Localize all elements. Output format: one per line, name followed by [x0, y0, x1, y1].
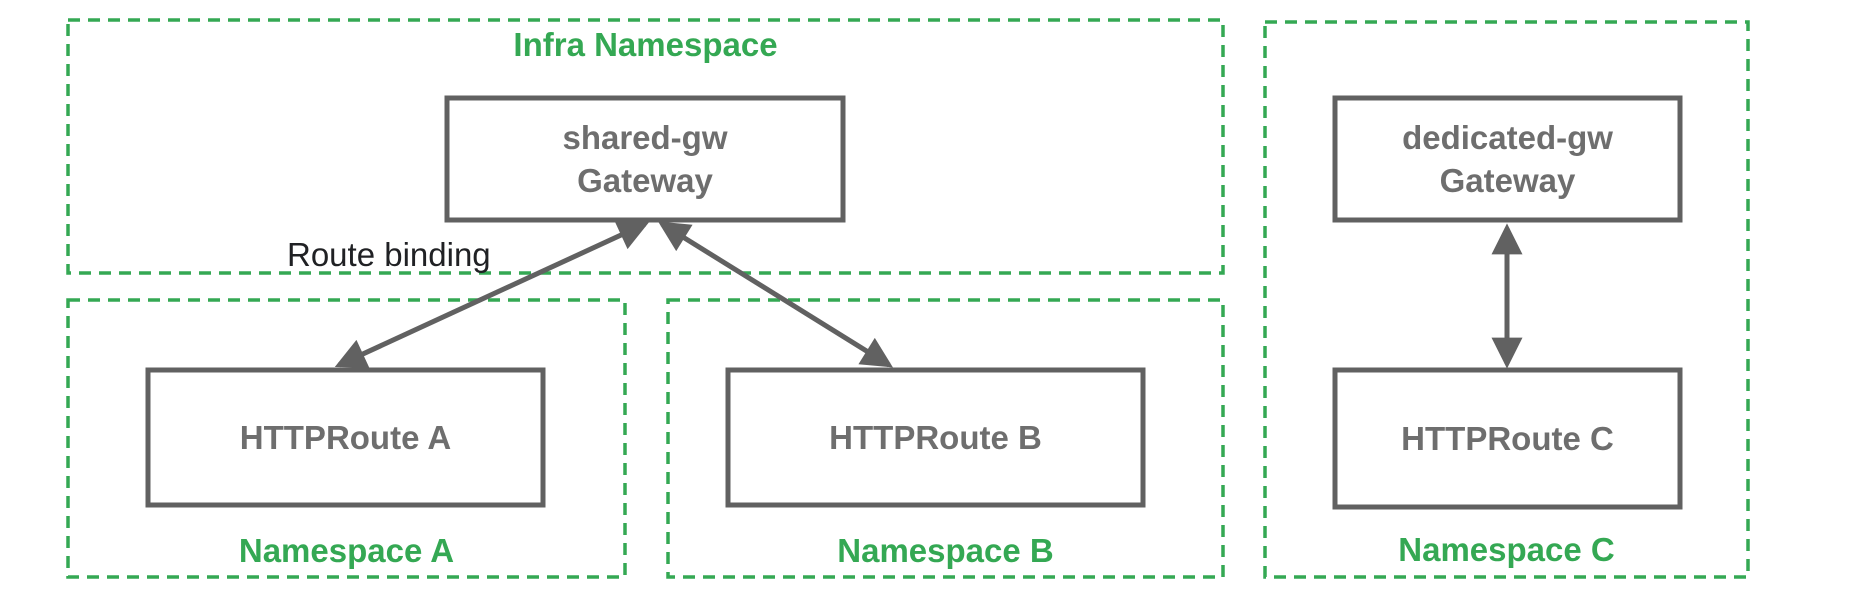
namespace-a-boundary [66, 298, 627, 579]
httproute-a-node [145, 367, 546, 508]
namespace-c-label: Namespace C [1398, 531, 1615, 568]
shared-gw-gateway-node [444, 95, 846, 223]
dedicated-gw-gateway-node [1332, 95, 1683, 223]
shared-gw-name: shared-gw [562, 119, 728, 156]
namespace-b-label: Namespace B [837, 532, 1054, 569]
route-binding-arrow-b [658, 221, 893, 368]
dedicated-gw-kind: Gateway [1439, 162, 1576, 199]
dedicated-gw-gateway-label: dedicated-gw Gateway [1335, 98, 1680, 220]
namespace-a-label: Namespace A [238, 532, 455, 569]
namespace-c-boundary [1263, 20, 1750, 579]
route-binding-label: Route binding [287, 236, 491, 273]
httproute-a-label: HTTPRoute A [239, 419, 452, 456]
namespace-b-boundary [666, 298, 1225, 579]
infra-namespace-label: Infra Namespace [513, 26, 778, 63]
dedicated-gw-name: dedicated-gw [1402, 119, 1613, 156]
route-binding-arrow-a [334, 220, 650, 369]
httproute-c-node [1332, 367, 1683, 510]
shared-gw-kind: Gateway [577, 162, 713, 199]
httproute-c-label: HTTPRoute C [1401, 420, 1614, 457]
httproute-b-label: HTTPRoute B [829, 419, 1042, 456]
shared-gw-gateway-label: shared-gw Gateway [447, 98, 843, 220]
httproute-b-node [725, 367, 1146, 508]
